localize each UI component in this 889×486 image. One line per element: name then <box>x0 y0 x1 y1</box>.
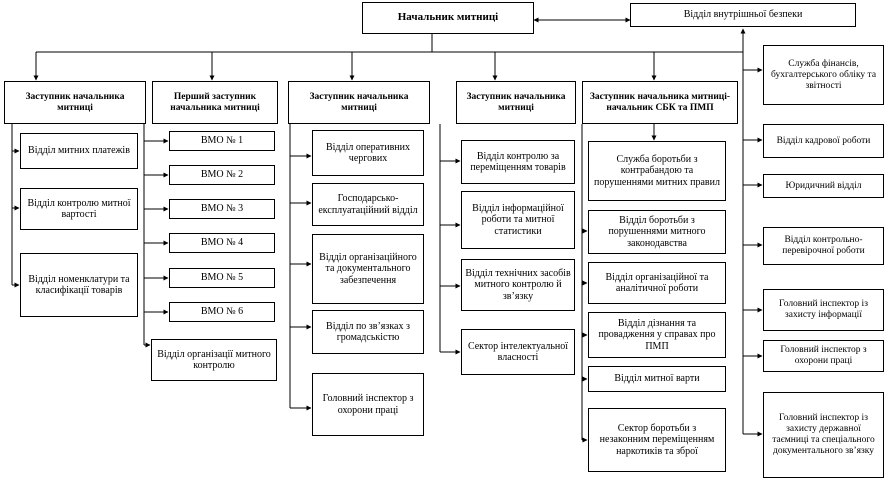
unit-maintenance: Господарсько-експлуатаційний відділ <box>312 183 424 226</box>
unit-customs-law-violations: Відділ боротьби з порушеннями митного за… <box>588 210 726 254</box>
unit-customs-guard: Відділ митної варти <box>588 366 726 392</box>
unit-info-statistics: Відділ інформаційної роботи та митної ст… <box>461 191 575 249</box>
unit-customs-control-org: Відділ організації митного контролю <box>151 339 277 381</box>
unit-drugs-weapons: Сектор боротьби з незаконним переміщення… <box>588 408 726 472</box>
col3-head: Заступник начальника митниці <box>288 81 430 124</box>
unit-finance-accounting: Служба фінансів, бухгалтерського обліку … <box>763 45 884 105</box>
unit-vmo-5: ВМО № 5 <box>169 268 275 288</box>
unit-document-support: Відділ організаційного та документальног… <box>312 234 424 304</box>
unit-goods-movement-control: Відділ контролю за переміщенням товарів <box>461 140 575 184</box>
unit-info-protection-inspector: Головний інспектор із захисту інформації <box>763 289 884 331</box>
unit-inquiry-pmp: Відділ дізнання та провадження у справах… <box>588 312 726 358</box>
col2-head: Перший заступник начальника митниці <box>152 81 278 124</box>
unit-public-relations: Відділ по зв’язках з громадськістю <box>312 310 424 354</box>
unit-customs-payments: Відділ митних платежів <box>20 133 138 169</box>
unit-labor-protection-inspector-col3: Головний інспектор з охорони праці <box>312 373 424 436</box>
unit-intellectual-property: Сектор інтелектуальної власності <box>461 329 575 375</box>
unit-state-secret-inspector: Головний інспектор із захисту державної … <box>763 392 884 478</box>
unit-legal: Юридичний відділ <box>763 174 884 198</box>
col4-head: Заступник начальника митниці <box>456 81 576 124</box>
unit-control-audit: Відділ контрольно-перевірочної роботи <box>763 227 884 265</box>
col5-head: Заступник начальника митниці-начальник С… <box>582 81 738 124</box>
unit-vmo-1: ВМО № 1 <box>169 131 275 151</box>
unit-vmo-4: ВМО № 4 <box>169 233 275 253</box>
unit-org-analytics: Відділ організаційної та аналітичної роб… <box>588 262 726 304</box>
unit-duty-officers: Відділ оперативних чергових <box>312 130 424 176</box>
internal-security-box: Відділ внутрішньої безпеки <box>630 3 856 27</box>
col1-head: Заступник начальника митниці <box>4 81 146 124</box>
unit-vmo-2: ВМО № 2 <box>169 165 275 185</box>
chief-box: Начальник митниці <box>362 2 534 34</box>
unit-technical-means: Відділ технічних засобів митного контрол… <box>461 259 575 311</box>
unit-vmo-3: ВМО № 3 <box>169 199 275 219</box>
unit-anti-smuggling-service: Служба боротьби з контрабандою та поруше… <box>588 141 726 201</box>
unit-customs-value-control: Відділ контролю митної вартості <box>20 188 138 230</box>
unit-vmo-6: ВМО № 6 <box>169 302 275 322</box>
unit-hr: Відділ кадрової роботи <box>763 124 884 158</box>
unit-nomenclature: Відділ номенклатури та класифікації това… <box>20 253 138 317</box>
unit-labor-protection-inspector: Головний інспектор з охорони праці <box>763 340 884 372</box>
